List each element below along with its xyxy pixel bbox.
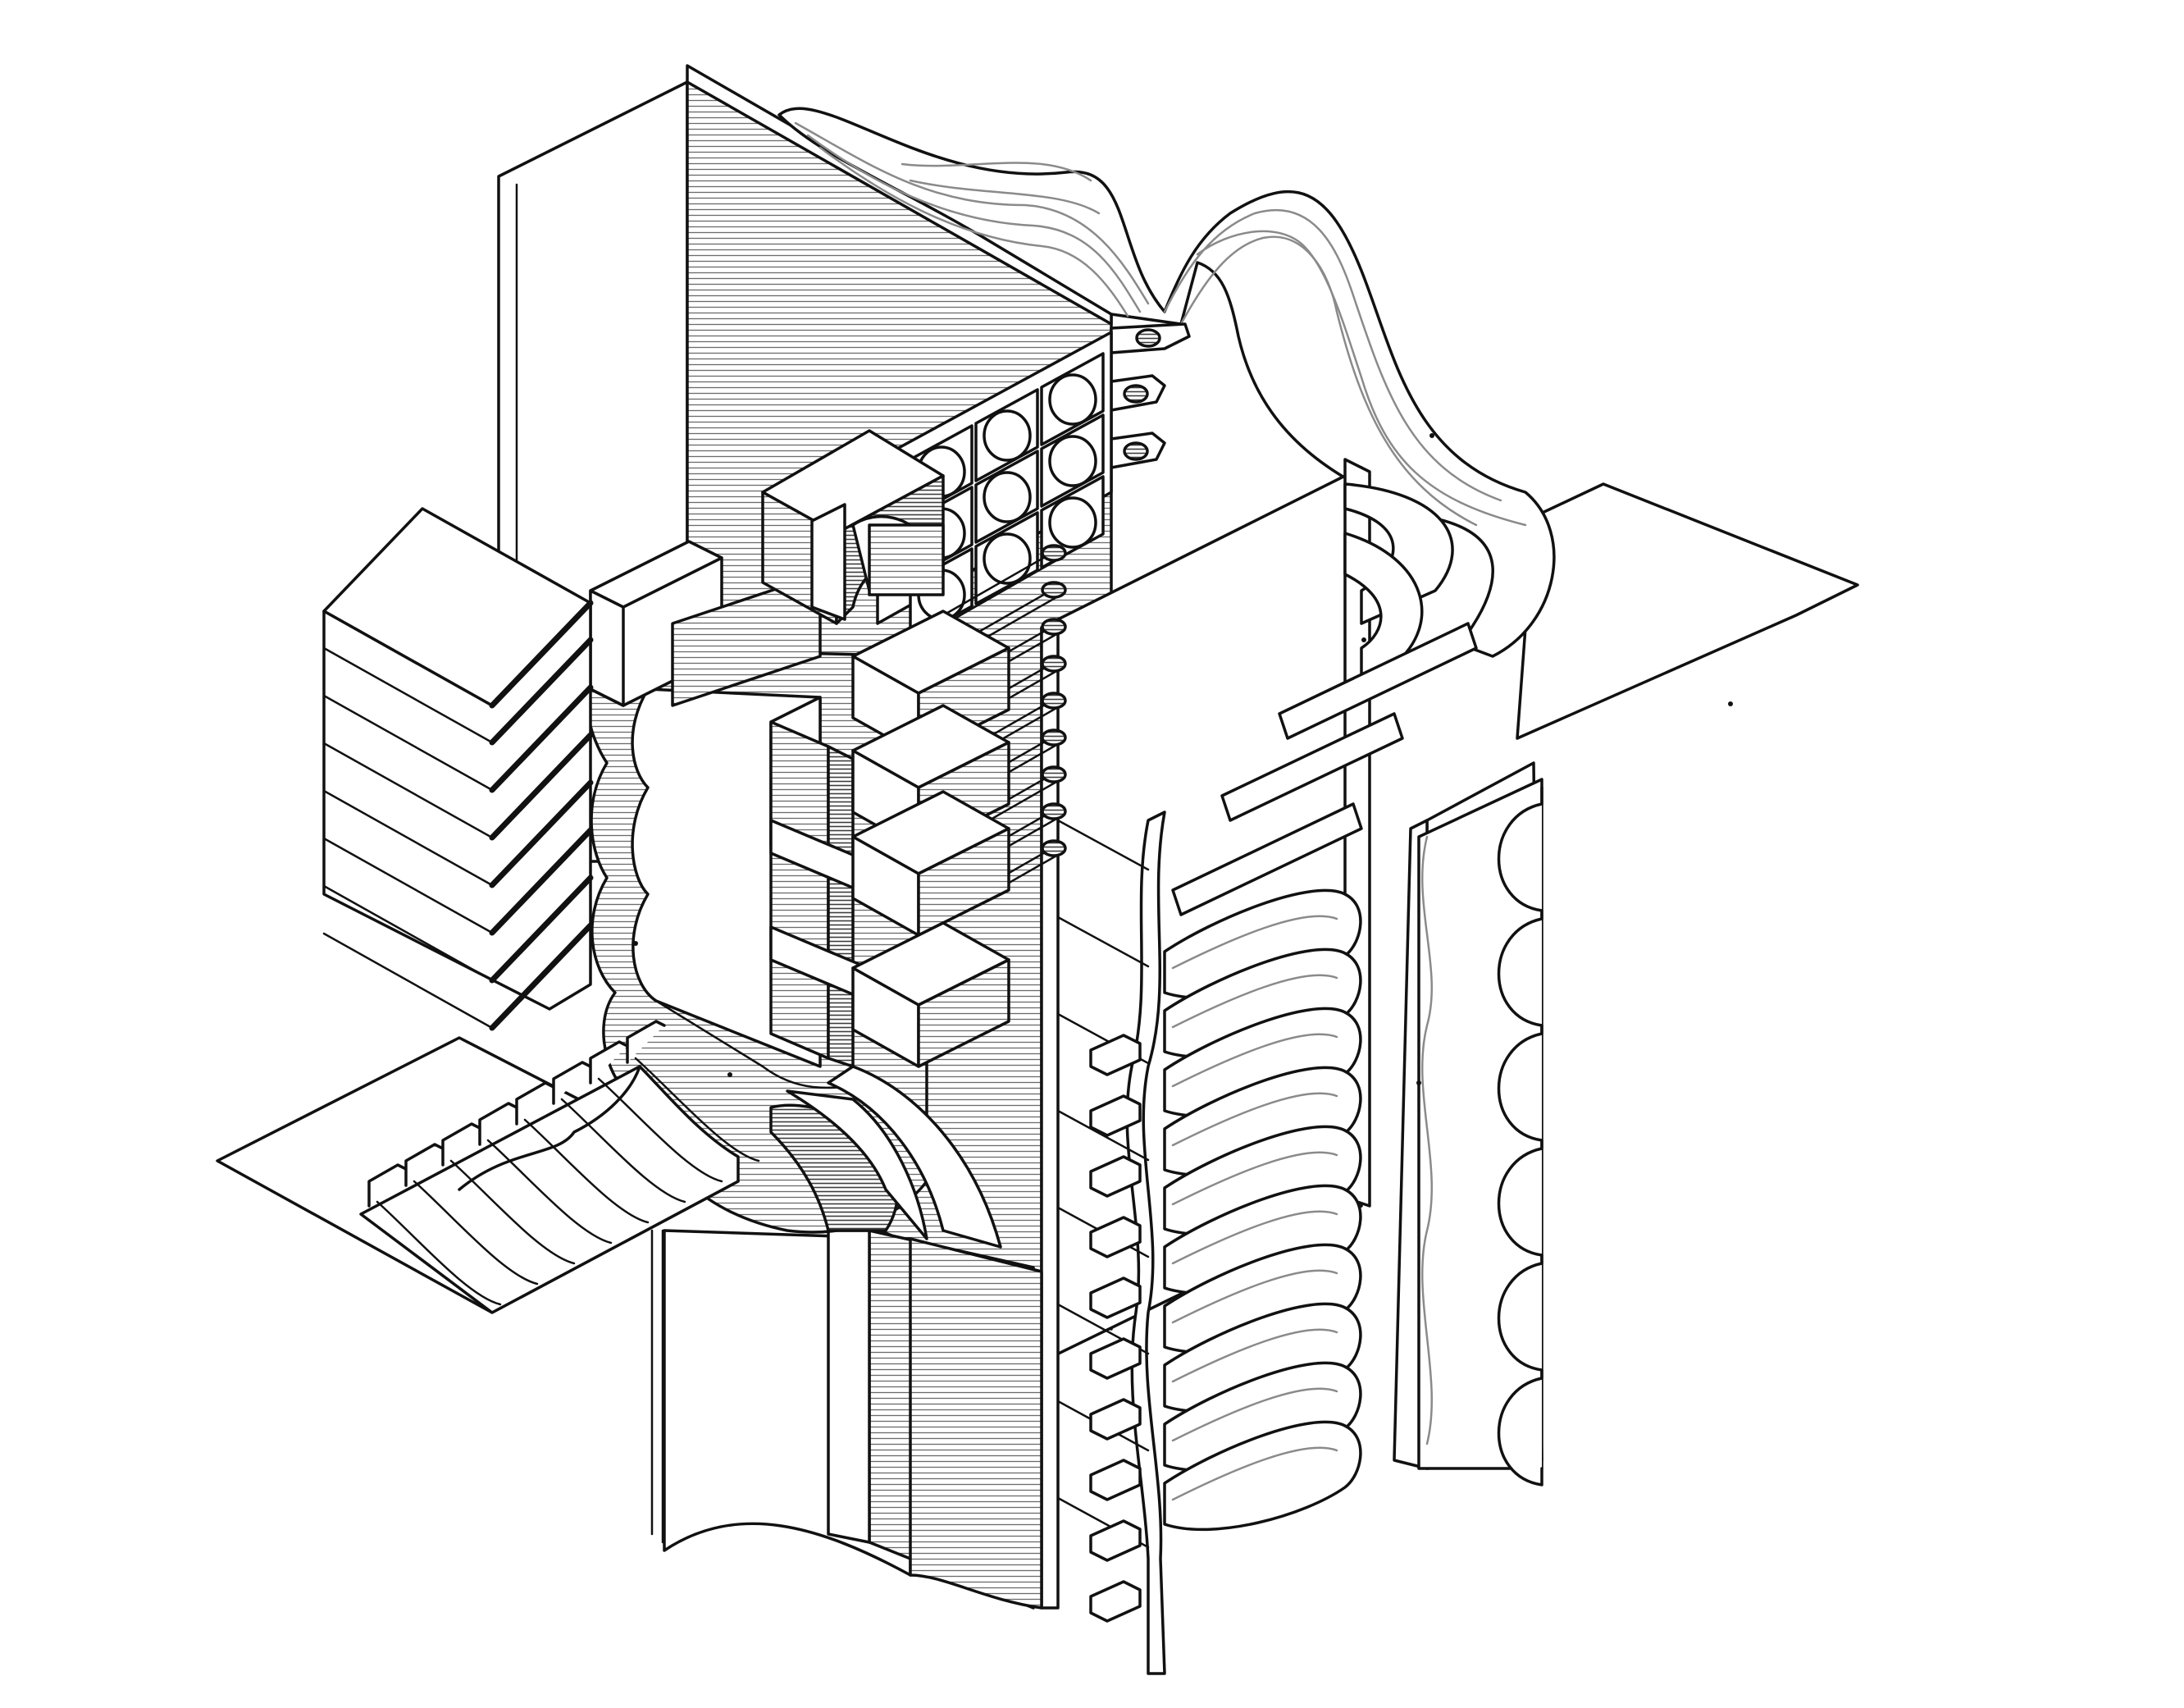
stair-step	[478, 1102, 518, 1146]
stair-curve	[376, 1200, 502, 1306]
drawer-edge	[322, 646, 494, 744]
scalloped-wall	[1417, 778, 1543, 1487]
vertical-pole	[650, 1229, 664, 1544]
box-side	[917, 958, 1010, 1068]
coil-turn-highlight	[1171, 974, 1338, 1029]
coil-arm-low	[1171, 802, 1363, 916]
coil-arm-top	[1278, 622, 1478, 740]
coil-turn-highlight	[1171, 1033, 1338, 1088]
left-drawer-stack	[322, 507, 594, 1031]
drawer-step	[489, 637, 594, 746]
top-housing	[761, 429, 945, 625]
rod-connector	[1041, 728, 1067, 747]
rod-connector	[1041, 655, 1067, 673]
opening-shadow	[1048, 386, 1060, 420]
wall-wave-line	[1421, 835, 1433, 1445]
ladder-tab	[1089, 1155, 1142, 1198]
drawer-step	[489, 732, 594, 841]
rod-connector	[1041, 765, 1067, 783]
opening-shadow	[1048, 447, 1060, 482]
stair-curve	[523, 1118, 650, 1224]
rod	[942, 558, 1060, 627]
ladder-tab	[1089, 1276, 1142, 1319]
stair-curve	[597, 1077, 723, 1183]
coil-turn-highlight	[1171, 1446, 1338, 1501]
ladder-tab	[1089, 1034, 1142, 1076]
opening-shadow	[983, 422, 994, 456]
ladder-tab	[1089, 1337, 1142, 1380]
drawer-step	[489, 827, 594, 936]
top-flowing-duct	[777, 107, 1556, 658]
stair-step	[404, 1143, 445, 1187]
coil-turn-highlight	[1171, 1269, 1338, 1324]
drawer-edge	[322, 789, 494, 887]
ladder-tab	[1089, 1216, 1142, 1258]
registration-dots	[633, 433, 1733, 1085]
drawer-edge	[322, 837, 494, 934]
stair-step	[552, 1061, 592, 1105]
curved-chute	[786, 1065, 1002, 1249]
stair-step	[589, 1040, 629, 1085]
rod	[942, 548, 1060, 617]
rod-connector	[1041, 692, 1067, 710]
stair-curve	[449, 1159, 576, 1265]
tower-pipe-stubs	[1110, 322, 1191, 469]
drawer-edge	[322, 742, 494, 839]
rod-connector	[1041, 618, 1067, 636]
opening-shadow	[1048, 509, 1060, 543]
coil-turn-highlight	[1171, 1210, 1338, 1265]
coil-turn-highlight	[1171, 1151, 1338, 1206]
ladder	[1040, 618, 1166, 1675]
coil-turn-highlight	[1171, 915, 1338, 970]
stair-step	[367, 1163, 408, 1208]
stair-step	[515, 1081, 555, 1126]
stair-curve	[486, 1139, 613, 1244]
drawer-edge	[322, 694, 494, 792]
coil-turn-highlight	[1171, 1387, 1338, 1442]
ladder-tab	[1089, 1519, 1142, 1562]
coil-arm-mid	[1220, 712, 1404, 822]
ladder-tab	[1089, 1094, 1142, 1137]
ladder-rung	[1056, 916, 1150, 968]
opening-shadow	[983, 483, 994, 518]
left-stair-ramp	[216, 1020, 760, 1314]
stair-curve	[560, 1098, 686, 1203]
ladder-rung	[1056, 819, 1150, 871]
stair-step	[441, 1122, 481, 1167]
spiral-coil	[1163, 482, 1478, 1532]
drawer-edge	[322, 932, 494, 1030]
rod-connector	[1041, 544, 1067, 562]
rod-array	[942, 544, 1067, 922]
coil-turn-highlight	[1171, 1328, 1338, 1383]
ladder-tab	[1089, 1398, 1142, 1441]
ladder-rung	[1056, 1109, 1150, 1162]
drawer-step	[489, 684, 594, 793]
protruding-boxes	[851, 610, 1010, 1068]
drawer-step	[489, 922, 594, 1031]
rod-connector	[1041, 839, 1067, 857]
stair-crest	[458, 1065, 641, 1191]
wall-scallop-profile	[1497, 786, 1543, 1487]
box-side	[917, 827, 1010, 937]
coil-turn-highlight	[1171, 1092, 1338, 1147]
drawer-step	[489, 875, 594, 984]
opening-shadow	[983, 545, 994, 579]
stair-curve	[634, 1057, 760, 1162]
ladder-tab	[1089, 1580, 1142, 1623]
stair-step	[626, 1020, 666, 1064]
rod-connector	[1041, 581, 1067, 599]
stacked-blocks	[589, 540, 928, 1068]
bottom-column	[663, 1229, 1043, 1610]
ladder-tab	[1089, 1459, 1142, 1501]
drawer-step	[489, 779, 594, 888]
rod-connector	[1041, 802, 1067, 820]
stair-curve	[413, 1180, 539, 1286]
drawer-edge	[322, 884, 494, 982]
